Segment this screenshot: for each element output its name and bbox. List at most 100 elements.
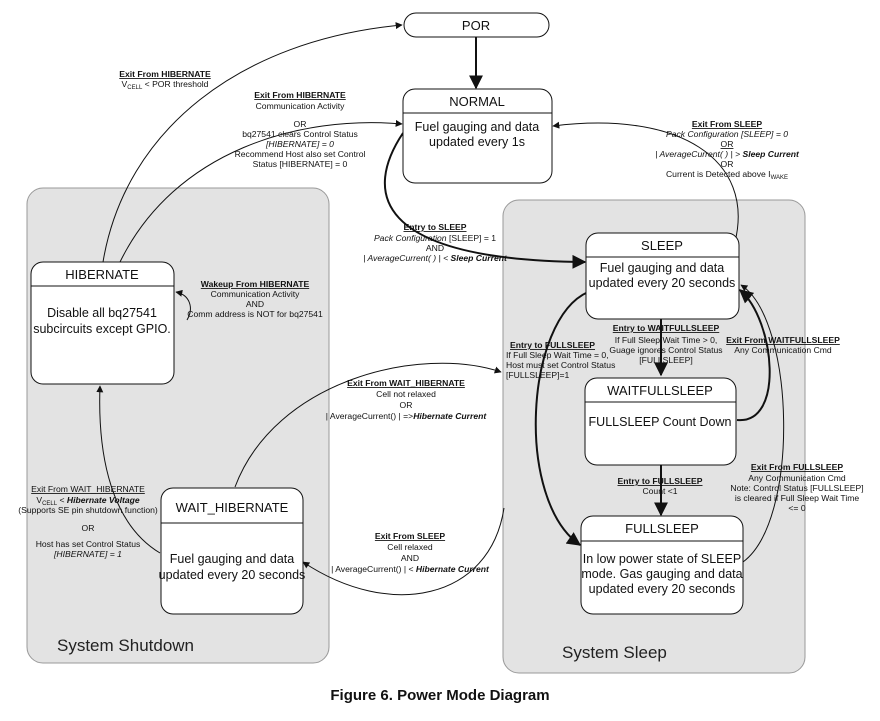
label-line: Any Communication Cmd [748, 473, 846, 483]
region-title-sleep: System Sleep [562, 643, 667, 662]
label-exit-sleep-to-normal: Exit From SLEEP Pack Configuration [SLEE… [655, 119, 800, 181]
label-line: Cell relaxed [387, 542, 433, 552]
label-title: Exit From WAIT_HIBERNATE [347, 378, 465, 388]
arrow-hibernate-to-normal [119, 119, 403, 263]
label-line: bq27541 clears Control Status [242, 129, 358, 139]
label-line: [FULLSLEEP] [639, 355, 693, 365]
label-title: Exit From WAITFULLSLEEP [726, 335, 840, 345]
label-line: AND [246, 299, 264, 309]
label-line: OR [721, 159, 734, 169]
label-entry-to-sleep: Entry to SLEEP Pack Configuration [SLEEP… [363, 222, 508, 263]
arrow-wait-hibernate-to-sleep [234, 362, 502, 488]
label-wakeup-from-hibernate: Wakeup From HIBERNATE Communication Acti… [187, 279, 323, 319]
state-title-hibernate: HIBERNATE [65, 267, 139, 282]
state-body-fullsleep-3: updated every 20 seconds [589, 582, 736, 596]
label-line: Communication Activity [211, 289, 301, 299]
label-title: Entry to FULLSLEEP [510, 340, 595, 350]
label-exit-waitfullsleep: Exit From WAITFULLSLEEP Any Communicatio… [726, 335, 840, 355]
arrow-hibernate-to-por [102, 22, 403, 263]
state-title-wait-hibernate: WAIT_HIBERNATE [176, 500, 289, 515]
state-title-fullsleep: FULLSLEEP [625, 521, 699, 536]
label-line: [HIBERNATE] = 0 [265, 139, 334, 149]
state-body-sleep-2: updated every 20 seconds [589, 276, 736, 290]
label-exit-sleep-to-wait-hibernate: Exit From SLEEP Cell relaxed AND | Avera… [331, 531, 490, 574]
state-body-fullsleep-1: In low power state of SLEEP [583, 552, 741, 566]
state-normal: NORMAL Fuel gauging and data updated eve… [402, 88, 553, 184]
state-body-sleep-1: Fuel gauging and data [600, 261, 724, 275]
label-line: Current is Detected above IWAKE [666, 169, 788, 181]
label-title: Exit From HIBERNATE [254, 90, 346, 100]
arrow-hibernate-self-loop [175, 289, 191, 321]
label-line: OR [294, 119, 307, 129]
label-line: Count <1 [642, 486, 677, 496]
label-line: AND [426, 243, 444, 253]
label-line: If Full Sleep Wait Time > 0, [615, 335, 718, 345]
state-wait-hibernate: WAIT_HIBERNATE Fuel gauging and data upd… [159, 487, 306, 615]
state-por: POR [403, 12, 550, 38]
arrow-normal-to-sleep [383, 132, 587, 269]
label-title: Entry to WAITFULLSLEEP [613, 323, 720, 333]
state-title-sleep: SLEEP [641, 238, 683, 253]
label-line: Status [HIBERNATE] = 0 [253, 159, 348, 169]
arrow-sleep-to-normal [552, 121, 739, 243]
label-exit-hibernate-to-por: Exit From HIBERNATE VCELL < POR threshol… [119, 69, 211, 91]
label-line: | AverageCurrent() | =>Hibernate Current [326, 411, 488, 421]
label-line: OR [400, 400, 413, 410]
state-body-fullsleep-2: mode. Gas gauging and data [581, 567, 742, 581]
label-title: Exit From WAIT_HIBERNATE [31, 484, 145, 494]
state-title-waitfullsleep: WAITFULLSLEEP [607, 383, 713, 398]
label-line: If Full Sleep Wait Time = 0, [506, 350, 609, 360]
state-body-normal-1: Fuel gauging and data [415, 120, 539, 134]
label-title: Exit From FULLSLEEP [751, 462, 843, 472]
label-title: Exit From SLEEP [692, 119, 762, 129]
arrow-wait-hibernate-to-hibernate [96, 385, 161, 554]
label-title: Entry to SLEEP [403, 222, 466, 232]
state-fullsleep: FULLSLEEP In low power state of SLEEP mo… [580, 515, 744, 615]
label-line: Any Communication Cmd [734, 345, 832, 355]
label-title: Exit From SLEEP [375, 531, 445, 541]
label-exit-hibernate-to-normal: Exit From HIBERNATE Communication Activi… [235, 90, 366, 169]
state-body-hibernate-1: Disable all bq27541 [47, 306, 157, 320]
label-line: OR [82, 523, 95, 533]
label-entry-to-fullsleep-direct: Entry to FULLSLEEP If Full Sleep Wait Ti… [506, 340, 615, 380]
label-line: <= 0 [788, 503, 805, 513]
label-entry-to-waitfullsleep: Entry to WAITFULLSLEEP If Full Sleep Wai… [609, 323, 722, 365]
state-waitfullsleep: WAITFULLSLEEP FULLSLEEP Count Down [584, 377, 737, 466]
label-line: VCELL < POR threshold [122, 79, 209, 91]
state-body-wait-hibernate-2: updated every 20 seconds [159, 568, 306, 582]
label-line: Pack Configuration [SLEEP] = 0 [666, 129, 788, 139]
state-title-normal: NORMAL [449, 94, 505, 109]
label-line: Recommend Host also set Control [235, 149, 366, 159]
label-line: VCELL < Hibernate Voltage [36, 495, 140, 507]
label-title: Exit From HIBERNATE [119, 69, 211, 79]
state-body-wait-hibernate-1: Fuel gauging and data [170, 552, 294, 566]
label-line: Host has set Control Status [36, 539, 141, 549]
label-line: Comm address is NOT for bq27541 [187, 309, 323, 319]
state-sleep: SLEEP Fuel gauging and data updated ever… [585, 232, 740, 320]
label-line: OR [721, 139, 734, 149]
label-line: Pack Configuration [SLEEP] = 1 [374, 233, 496, 243]
label-line: Host must set Control Status [506, 360, 615, 370]
figure-caption: Figure 6. Power Mode Diagram [330, 687, 549, 704]
label-line: Note: Control Status [FULLSLEEP] [730, 483, 863, 493]
label-line: | AverageCurrent() | < Hibernate Current [331, 564, 490, 574]
region-title-shutdown: System Shutdown [57, 636, 194, 655]
label-line: Guage ignores Control Status [609, 345, 722, 355]
arrow-sleep-to-wait-hibernate [302, 507, 505, 596]
label-exit-fullsleep: Exit From FULLSLEEP Any Communication Cm… [730, 462, 863, 513]
state-hibernate: HIBERNATE Disable all bq27541 subcircuit… [30, 261, 175, 385]
state-body-normal-2: updated every 1s [429, 135, 525, 149]
arrow-fullsleep-to-sleep [740, 284, 785, 563]
label-title: Entry to FULLSLEEP [618, 476, 703, 486]
label-line: Cell not relaxed [376, 389, 436, 399]
label-line: is cleared if Full Sleep Wait Time [735, 493, 860, 503]
label-title: Wakeup From HIBERNATE [201, 279, 310, 289]
arrow-waitfullsleep-to-sleep [736, 289, 771, 422]
label-line: (Supports SE pin shutdown function) [18, 505, 158, 515]
label-line: [HIBERNATE] = 1 [53, 549, 122, 559]
label-line: Communication Activity [256, 101, 346, 111]
connectors [96, 22, 785, 596]
state-body-waitfullsleep-1: FULLSLEEP Count Down [589, 415, 732, 429]
state-body-hibernate-2: subcircuits except GPIO. [33, 322, 171, 336]
